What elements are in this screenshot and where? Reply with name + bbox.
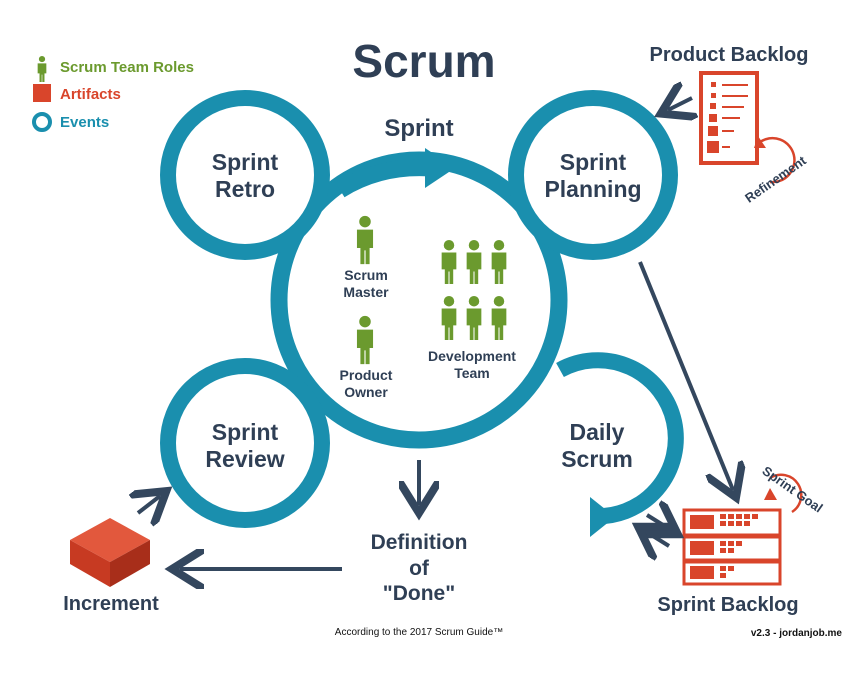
sprint-planning-line2: Planning: [544, 176, 641, 202]
product-owner-line2: Owner: [344, 384, 388, 400]
role-development-team: Development Team: [428, 239, 516, 381]
artifact-product-backlog: Product Backlog Refinement: [650, 44, 810, 206]
sprint-planning-ring: [508, 90, 678, 260]
planning-to-sprint-backlog-arrow: [638, 261, 733, 490]
role-person-icon: [37, 55, 47, 83]
increment-cube-icon: [70, 518, 150, 587]
sprint-flow-arc: [335, 159, 431, 198]
sprint-retro-ring: [160, 90, 330, 260]
sprint-planning-line1: Sprint: [560, 149, 627, 175]
development-team-line2: Team: [454, 365, 490, 381]
backlog-to-planning-arrow: [668, 98, 692, 110]
version-note: v2.3 - jordanjob.me: [751, 628, 843, 639]
artifact-square-icon: [33, 84, 51, 102]
product-backlog-label: Product Backlog: [650, 44, 809, 66]
role-scrum-master: Scrum Master: [343, 215, 389, 300]
sprint-retro-line1: Sprint: [212, 149, 279, 175]
sprint-goal-arrowhead-icon: [764, 488, 777, 500]
sprint-label: Sprint: [384, 115, 453, 142]
daily-scrum-arrow-icon: [590, 497, 615, 537]
increment-to-review-arrow: [138, 496, 160, 513]
daily-scrum-line1: Daily: [570, 419, 625, 445]
event-ring-icon: [32, 112, 52, 132]
sprint-review-line2: Review: [205, 446, 284, 472]
definition-line1: Definition: [371, 531, 468, 554]
daily-scrum-ring: [556, 352, 684, 525]
refinement-arrowhead-icon: [754, 136, 766, 148]
development-team-line1: Development: [428, 348, 516, 364]
source-note: According to the 2017 Scrum Guide™: [335, 627, 503, 638]
sprint-backlog-tasks-icon: [690, 514, 758, 579]
definition-line2: of: [409, 557, 430, 580]
event-sprint-planning: Sprint Planning: [508, 90, 678, 260]
scrum-master-line2: Master: [343, 284, 389, 300]
event-sprint-review: Sprint Review: [160, 358, 330, 528]
event-daily-scrum: Daily Scrum: [556, 352, 684, 537]
role-product-owner: Product Owner: [340, 315, 393, 400]
sprint-review-line1: Sprint: [212, 419, 279, 445]
artifact-sprint-backlog: Sprint Goal Sprint Backlog: [657, 463, 825, 616]
definition-line3: "Done": [383, 582, 455, 605]
scrum-master-line1: Scrum: [344, 267, 388, 283]
page-title: Scrum: [352, 35, 495, 87]
event-sprint-retro: Sprint Retro: [160, 90, 330, 260]
sprint-goal-cycle-arrow: [769, 473, 803, 514]
product-owner-line1: Product: [340, 367, 393, 383]
legend: Scrum Team Roles Artifacts Events: [32, 55, 194, 132]
daily-scrum-line2: Scrum: [561, 446, 633, 472]
sprint-review-ring: [160, 358, 330, 528]
legend-artifacts-label: Artifacts: [60, 86, 121, 103]
daily-sprint-backlog-double-arrow: [645, 515, 671, 546]
sprint-retro-line2: Retro: [215, 176, 275, 202]
sprint-arrow-icon: [425, 148, 455, 188]
legend-roles-label: Scrum Team Roles: [60, 59, 194, 76]
increment-label: Increment: [63, 593, 159, 615]
refinement-cycle-arrow: [759, 136, 796, 184]
artifact-increment: Increment: [63, 518, 159, 615]
sprint-backlog-label: Sprint Backlog: [657, 594, 798, 616]
legend-events-label: Events: [60, 114, 109, 131]
product-backlog-items-icon: [707, 82, 748, 153]
